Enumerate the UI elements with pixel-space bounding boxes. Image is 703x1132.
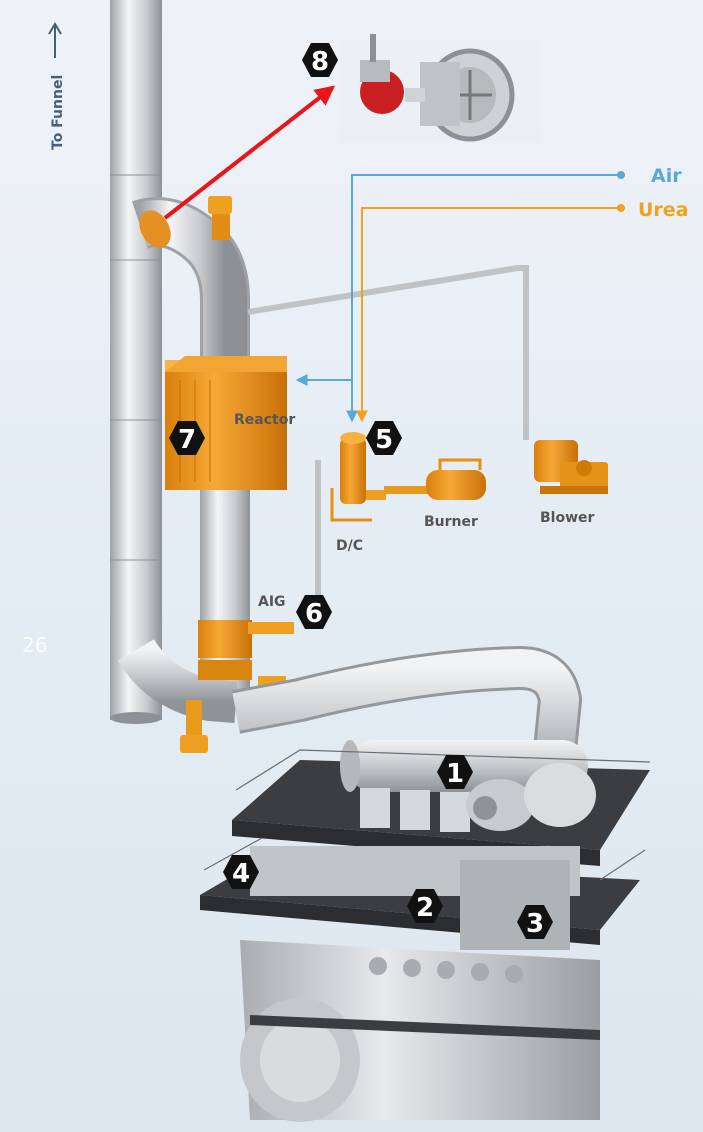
- air-label: Air: [651, 165, 682, 187]
- svg-text:7: 7: [178, 425, 196, 455]
- reactor-label: Reactor: [234, 412, 295, 428]
- marker-4: 4: [223, 855, 259, 889]
- svg-text:5: 5: [375, 425, 393, 455]
- to-funnel-label: To Funnel: [50, 75, 66, 150]
- marker-8: 8: [302, 43, 338, 77]
- svg-text:3: 3: [526, 909, 544, 939]
- damper-valve-image: [340, 34, 540, 142]
- engine: [200, 740, 651, 1122]
- urea-line: [356, 204, 625, 423]
- blower-label: Blower: [540, 510, 595, 526]
- svg-text:4: 4: [232, 859, 250, 889]
- pointer-arrow: [163, 85, 336, 220]
- up-arrow-icon: [48, 22, 62, 58]
- svg-text:To Funnel: To Funnel: [50, 75, 66, 150]
- dc-label: D/C: [336, 538, 363, 554]
- marker-3: 3: [517, 905, 553, 939]
- aig-label: AIG: [258, 594, 286, 610]
- burner-unit: Burner: [384, 458, 486, 530]
- page-number: 26: [22, 633, 47, 657]
- burner-label: Burner: [424, 514, 478, 530]
- marker-5: 5: [366, 421, 402, 455]
- exhaust-pipe: [231, 645, 583, 783]
- funnel-stack: [110, 0, 162, 724]
- blower-unit: Blower: [534, 440, 608, 526]
- svg-text:8: 8: [311, 47, 329, 77]
- marker-7: 7: [169, 421, 205, 455]
- dc-unit: D/C: [330, 432, 386, 554]
- svg-text:1: 1: [446, 759, 464, 789]
- urea-label: Urea: [638, 199, 689, 221]
- svg-text:6: 6: [305, 599, 323, 629]
- marker-2: 2: [407, 889, 443, 923]
- marker-1: 1: [437, 755, 473, 789]
- air-line: [295, 171, 625, 423]
- marker-6: 6: [296, 595, 332, 629]
- svg-text:2: 2: [416, 893, 434, 923]
